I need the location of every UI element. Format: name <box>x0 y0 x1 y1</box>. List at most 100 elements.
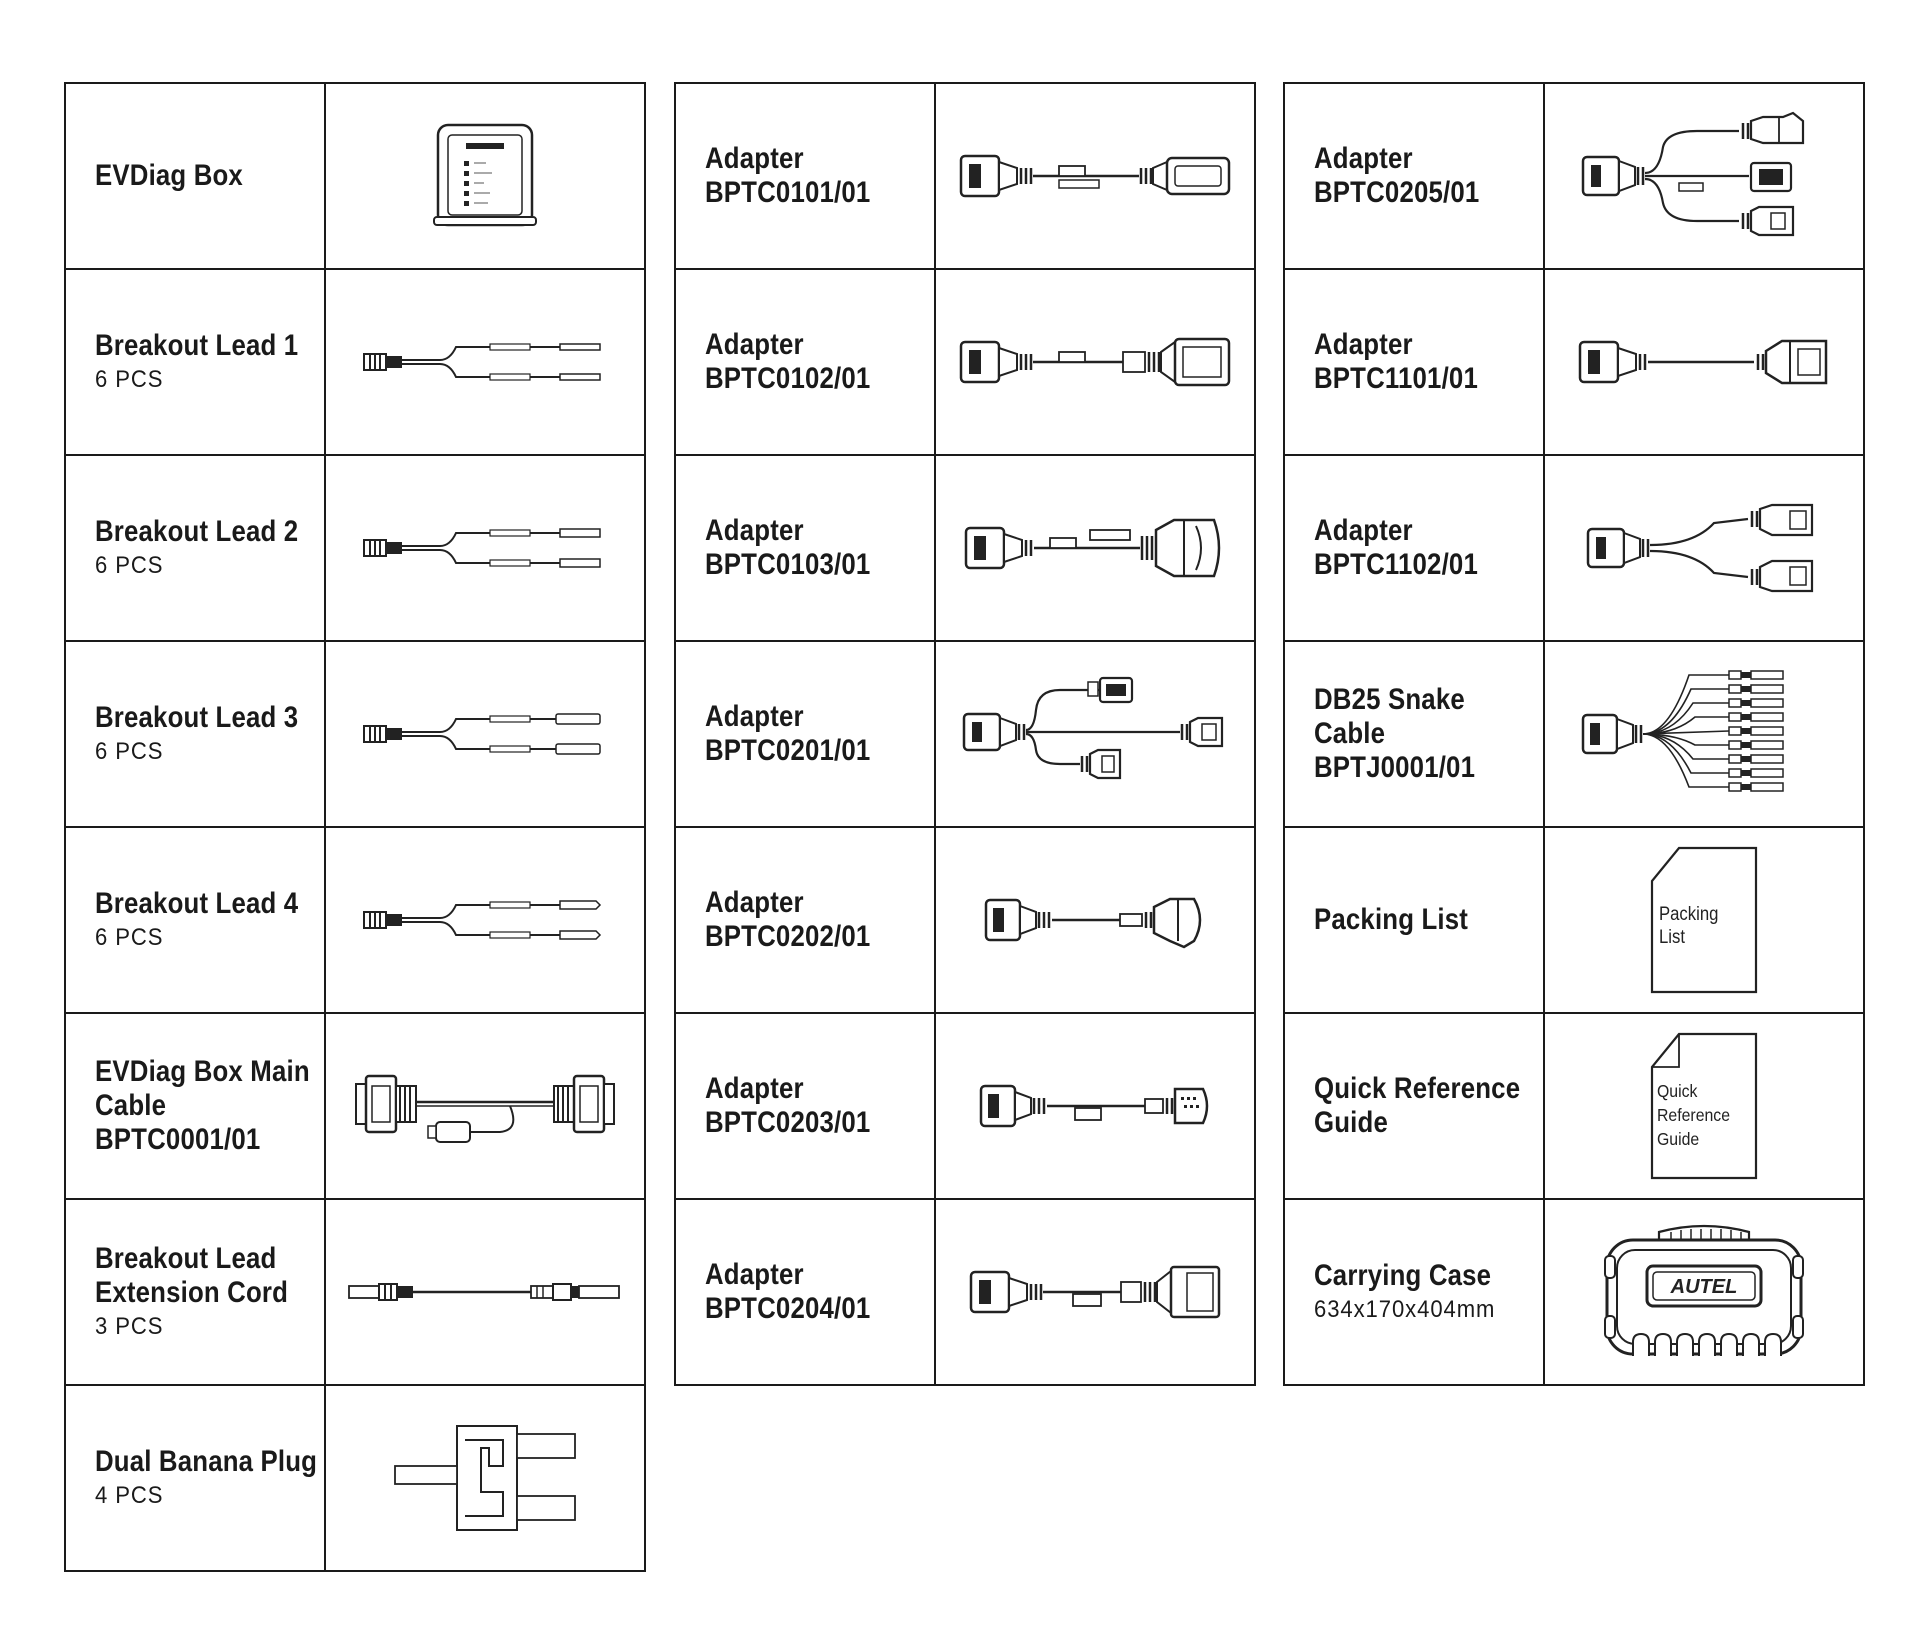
item-name: Packing List <box>1314 903 1469 936</box>
accessory-table-column-3: Adapter BPTC0205/01 <box>1283 82 1865 1386</box>
breakout-lead-icon <box>363 528 601 568</box>
item-name: Quick Reference Guide <box>1314 1072 1521 1139</box>
doc-title-line-1: Packing <box>1659 903 1718 924</box>
item-label-cell: Breakout Lead 2 6 PCS <box>66 456 326 640</box>
item-image-cell <box>326 1200 644 1384</box>
item-name: Breakout Lead 4 <box>95 887 299 920</box>
table-row: Adapter BPTC0204/01 <box>676 1198 1254 1384</box>
item-image-cell <box>326 828 644 1012</box>
item-label-cell: Adapter BPTC0103/01 <box>676 456 936 640</box>
doc-title-line-1: Quick <box>1657 1081 1698 1101</box>
carrying-case-icon: AUTEL <box>1604 1224 1804 1356</box>
packing-list-doc-icon: Packing List <box>1650 846 1758 994</box>
item-name: Adapter BPTC1101/01 <box>1314 328 1478 395</box>
item-name: Adapter BPTC0101/01 <box>705 142 871 209</box>
table-row: Adapter BPTC0102/01 <box>676 268 1254 454</box>
item-label-cell: Adapter BPTC0201/01 <box>676 642 936 826</box>
table-row: Packing List Packing List <box>1285 826 1863 1012</box>
item-label-cell: Adapter BPTC0101/01 <box>676 84 936 268</box>
item-image-cell <box>936 1200 1254 1384</box>
item-quantity: 6 PCS <box>95 366 164 393</box>
adapter-cable-icon <box>969 1265 1221 1319</box>
item-label-cell: Quick Reference Guide <box>1285 1014 1545 1198</box>
item-image-cell: AUTEL <box>1545 1200 1863 1384</box>
item-image-cell <box>326 456 644 640</box>
item-label-cell: Packing List <box>1285 828 1545 1012</box>
item-label-cell: Breakout Lead 4 6 PCS <box>66 828 326 1012</box>
main-cable-icon <box>355 1074 615 1143</box>
table-row: Breakout Lead 4 6 PCS <box>66 826 644 1012</box>
doc-title-line-2: List <box>1659 926 1685 947</box>
table-row: Adapter BPTC0101/01 <box>676 84 1254 268</box>
table-row: Breakout Lead 2 6 PCS <box>66 454 644 640</box>
item-image-cell <box>1545 84 1863 268</box>
breakout-lead-icon <box>363 343 601 381</box>
item-image-cell <box>1545 456 1863 640</box>
item-name: Adapter BPTC0204/01 <box>705 1258 871 1325</box>
item-image-cell <box>936 456 1254 640</box>
item-image-cell <box>326 270 644 454</box>
evdiag-box-icon <box>433 123 537 227</box>
item-name: EVDiag Box Main Cable BPTC0001/01 <box>95 1055 310 1156</box>
item-image-cell <box>936 642 1254 826</box>
table-row: EVDiag Box <box>66 84 644 268</box>
item-image-cell <box>326 1386 644 1570</box>
item-label-cell: EVDiag Box Main Cable BPTC0001/01 <box>66 1014 326 1198</box>
item-label-cell: Adapter BPTC1101/01 <box>1285 270 1545 454</box>
item-name: Dual Banana Plug <box>95 1445 318 1478</box>
adapter-cable-icon <box>979 1084 1209 1128</box>
table-row: Breakout Lead Extension Cord 3 PCS <box>66 1198 644 1384</box>
brand-logo: AUTEL <box>1670 1276 1738 1298</box>
item-label-cell: Adapter BPTC0102/01 <box>676 270 936 454</box>
item-name: Adapter BPTC0202/01 <box>705 886 871 953</box>
table-row: Breakout Lead 3 6 PCS <box>66 640 644 826</box>
item-image-cell <box>326 1014 644 1198</box>
svg-text:Quick Reference: Quick Reference Guide <box>1657 1081 1734 1149</box>
item-image-cell <box>936 828 1254 1012</box>
item-image-cell: Quick Reference Guide <box>1545 1014 1863 1198</box>
item-name: Breakout Lead 1 <box>95 329 299 362</box>
item-label-cell: Breakout Lead Extension Cord 3 PCS <box>66 1200 326 1384</box>
item-image-cell <box>1545 270 1863 454</box>
item-label-cell: Breakout Lead 1 6 PCS <box>66 270 326 454</box>
adapter-cable-icon <box>959 337 1231 387</box>
item-image-cell <box>936 84 1254 268</box>
adapter-cable-icon <box>959 154 1231 198</box>
item-image-cell <box>326 84 644 268</box>
banana-plug-icon <box>394 1425 576 1531</box>
item-name: Breakout Lead Extension Cord <box>95 1242 289 1309</box>
item-name: Adapter BPTC0203/01 <box>705 1072 871 1139</box>
table-row: Quick Reference Guide Quick Reference Gu… <box>1285 1012 1863 1198</box>
table-row: Breakout Lead 1 6 PCS <box>66 268 644 454</box>
item-name: Adapter BPTC1102/01 <box>1314 514 1478 581</box>
item-name: DB25 Snake Cable BPTJ0001/01 <box>1314 683 1476 784</box>
item-name: Adapter BPTC0103/01 <box>705 514 871 581</box>
svg-text:Packing List: Packing List <box>1659 903 1723 947</box>
item-label-cell: Adapter BPTC0205/01 <box>1285 84 1545 268</box>
table-row: DB25 Snake Cable BPTJ0001/01 <box>1285 640 1863 826</box>
doc-title-line-3: Guide <box>1657 1129 1699 1149</box>
item-quantity: 3 PCS <box>95 1313 164 1340</box>
item-name: EVDiag Box <box>95 159 243 192</box>
table-row: Adapter BPTC1102/01 <box>1285 454 1863 640</box>
item-label-cell: Breakout Lead 3 6 PCS <box>66 642 326 826</box>
table-row: Adapter BPTC0202/01 <box>676 826 1254 1012</box>
item-label-cell: Adapter BPTC0203/01 <box>676 1014 936 1198</box>
item-label-cell: Adapter BPTC0202/01 <box>676 828 936 1012</box>
doc-title-line-2: Reference <box>1657 1105 1730 1125</box>
breakout-lead-icon <box>363 713 601 755</box>
extension-cord-icon <box>348 1283 620 1301</box>
table-row: Adapter BPTC0103/01 <box>676 454 1254 640</box>
item-image-cell: Packing List <box>1545 828 1863 1012</box>
split-adapter-icon <box>1586 503 1814 593</box>
item-label-cell: Carrying Case 634x170x404mm <box>1285 1200 1545 1384</box>
split-adapter-icon <box>1581 111 1805 237</box>
table-row: Carrying Case 634x170x404mm AUTEL <box>1285 1198 1863 1384</box>
item-name: Carrying Case <box>1314 1259 1492 1292</box>
table-row: EVDiag Box Main Cable BPTC0001/01 <box>66 1012 644 1198</box>
item-name: Adapter BPTC0102/01 <box>705 328 871 395</box>
item-quantity: 4 PCS <box>95 1482 164 1509</box>
table-row: Adapter BPTC0205/01 <box>1285 84 1863 268</box>
item-image-cell <box>936 270 1254 454</box>
item-image-cell <box>326 642 644 826</box>
